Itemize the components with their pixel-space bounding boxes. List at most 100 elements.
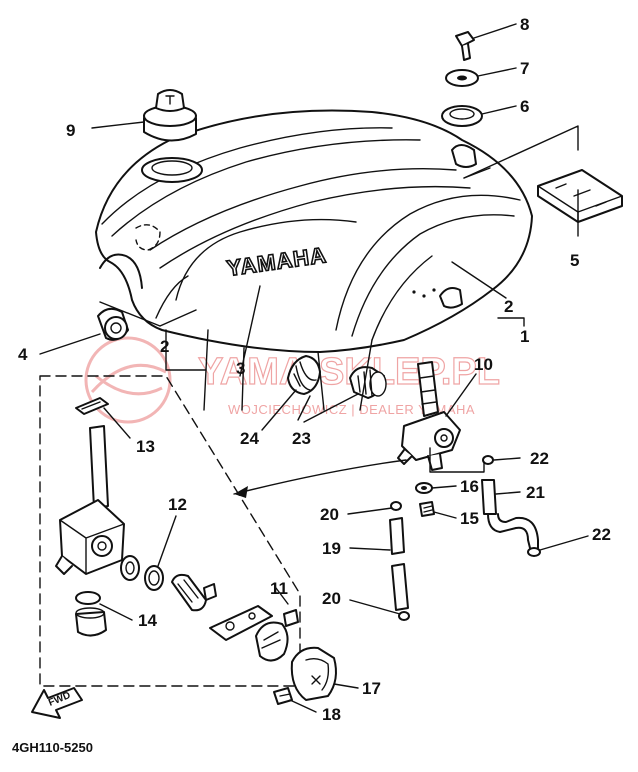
filter-cup-14-oring [75, 591, 101, 605]
petcock-lever-plate-hole-2 [248, 612, 256, 620]
callout-2-right: 2 [504, 297, 513, 316]
leader-22-lower [539, 535, 589, 551]
fuel-tank-knee-stripe [351, 214, 515, 337]
screw-18-thread [279, 693, 291, 697]
leader-13 [103, 407, 131, 439]
callout-8: 8 [520, 15, 529, 34]
petcock-valve-core-ribs [177, 579, 199, 603]
petcock-lever-plate [209, 605, 273, 641]
callout-4: 4 [18, 345, 28, 364]
fuel-cock-10-pipe-ribs [419, 375, 437, 405]
clip-20-lower-body [398, 611, 410, 621]
fuel-tank-stripe-1 [101, 127, 393, 225]
fuel-tank-front-mount-hidden [135, 224, 161, 251]
hose-19 [389, 517, 409, 611]
watermark: YAMA-SKLEP.PL WOJCIECHOWICZ | DEALER YAM… [84, 336, 501, 424]
gasket-16 [415, 482, 433, 494]
petcock-lever-knob [255, 621, 289, 662]
petcock-lever-knob-body [255, 621, 289, 662]
fuel-cock-10-lever-hub [440, 434, 448, 442]
petcock-valve-core-body [171, 573, 207, 612]
callout-22-lower: 22 [592, 525, 611, 544]
clip-20-lower [398, 611, 410, 621]
fuel-tank-rear-bracket [451, 144, 477, 168]
leader-tank-ref-right [317, 339, 373, 411]
watermark-line1: YAMA-SKLEP.PL [198, 351, 500, 393]
cover-17-body [290, 646, 337, 701]
o-ring-13-body [75, 397, 109, 415]
callout-22-upper: 22 [530, 449, 549, 468]
clip-20-upper-body [390, 501, 402, 511]
gasket-12-disc-1 [120, 555, 140, 581]
leader-10 [445, 373, 477, 417]
callout-10: 10 [474, 355, 493, 374]
leader-tank-ref-mid [203, 329, 245, 411]
leader-24 [261, 389, 297, 431]
callout-numbers: 8 7 6 9 5 2 1 2 3 4 10 24 23 13 22 16 21… [18, 15, 611, 724]
callout-15: 15 [460, 509, 479, 528]
fuel-tank-knee-panel [335, 194, 521, 331]
callout-3: 3 [236, 359, 245, 378]
hose-21-bend-outer [497, 513, 539, 549]
callout-13: 13 [136, 437, 155, 456]
fuel-cock-10-lever [434, 428, 454, 448]
callout-24: 24 [240, 429, 259, 448]
fwd-arrow: FWD [31, 687, 83, 719]
leader-18 [289, 699, 317, 713]
callout-18: 18 [322, 705, 341, 724]
watermark-logo-ring [84, 336, 172, 424]
callout-21: 21 [526, 483, 545, 502]
leader-arrowhead [234, 486, 248, 498]
petcock-body-edge [59, 519, 125, 575]
callout-2-left: 2 [160, 337, 169, 356]
screw-11 [283, 609, 299, 627]
leader-21 [495, 491, 521, 495]
petcock-body-port [91, 535, 113, 557]
callout-17: 17 [362, 679, 381, 698]
fuel-tank-mount-hole-2 [422, 294, 426, 298]
fuel-cap-key-slot [165, 95, 175, 105]
callout-12: 12 [168, 495, 187, 514]
callout-1: 1 [520, 327, 529, 346]
bolt-15-head [419, 501, 435, 517]
gasket-12-disc-2-hole [148, 570, 160, 586]
leader-lines [39, 23, 589, 713]
leader-14 [99, 603, 133, 621]
fuel-tank-mount-hole-3 [432, 288, 436, 292]
leader-23 [297, 393, 359, 423]
watermark-line2: WOJCIECHOWICZ | DEALER YAMAHA [228, 402, 475, 417]
o-ring-13 [75, 397, 109, 415]
filter-cup-14 [75, 591, 107, 637]
clamp-22-upper [482, 455, 494, 465]
callout-11: 11 [270, 579, 288, 598]
grommet-4-face [104, 316, 128, 340]
clamp-22-lower-body [527, 547, 541, 557]
hose-21-upper [481, 479, 497, 515]
fuel-cap-opening-inner [151, 160, 193, 176]
leader-12 [157, 515, 177, 567]
damper-block-5 [537, 169, 623, 223]
leader-dotted-to-box [233, 459, 407, 495]
callout-19: 19 [322, 539, 341, 558]
leader-15 [433, 511, 457, 519]
leader-17 [333, 683, 359, 689]
petcock-lever-knob-ribs [261, 631, 281, 649]
leader-4 [39, 333, 101, 355]
leader-9 [91, 121, 145, 129]
clamp-22-upper-body [482, 455, 494, 465]
fuel-cock-10 [397, 361, 461, 471]
leader-16 [431, 485, 457, 489]
grommet-4 [97, 307, 129, 341]
petcock-standpipe [89, 425, 109, 509]
petcock-lever-plate-body [209, 605, 273, 641]
fuel-tank-body [95, 109, 533, 353]
fwd-arrow-shape [31, 687, 83, 719]
part-code: 4GH110-5250 [12, 740, 93, 755]
petcock-body-block [59, 499, 125, 575]
leader-22-upper [493, 457, 521, 461]
hose-21 [481, 479, 539, 549]
fuel-tank-stripe-2 [111, 139, 421, 237]
grommet-4-hole [110, 322, 122, 334]
bolt-8-head [455, 31, 475, 47]
fuel-tank-petcock-mount [439, 287, 463, 309]
